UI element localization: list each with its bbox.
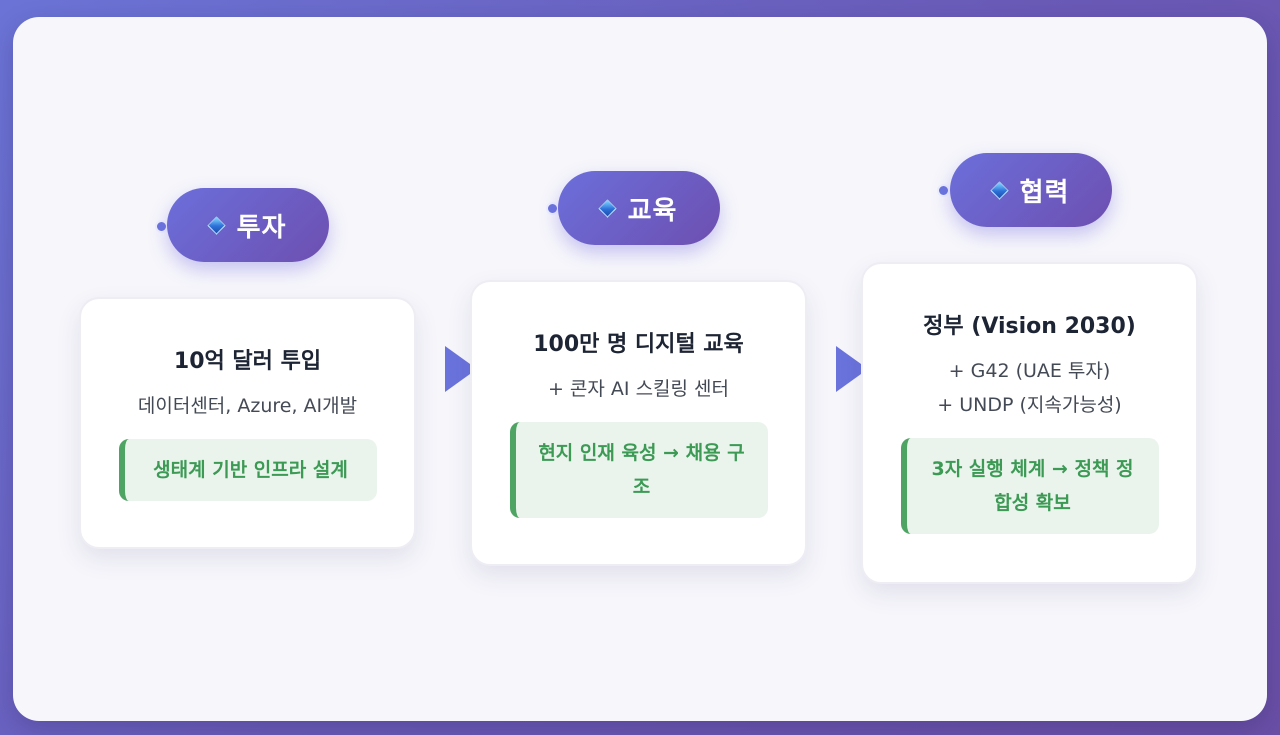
card-title: 10억 달러 투입 xyxy=(173,349,322,374)
step-card-cooperation: 정부 (Vision 2030) + G42 (UAE 투자) + UNDP (… xyxy=(861,262,1198,584)
badge-invest: 투자 xyxy=(167,188,329,262)
card-title: 정부 (Vision 2030) xyxy=(923,314,1136,339)
step-card-education: 100만 명 디지털 교육 + 콘자 AI 스킬링 센터 현지 인재 육성 → … xyxy=(470,280,807,566)
card-detail: + UNDP (지속가능성) xyxy=(937,394,1122,416)
badge-label: 투자 xyxy=(236,212,287,243)
card-detail: 데이터센터, Azure, AI개발 xyxy=(137,395,358,417)
badge-education: 교육 xyxy=(558,171,720,245)
card-note: 현지 인재 육성 → 채용 구조 xyxy=(509,422,768,518)
badge-cooperation: 협력 xyxy=(950,153,1112,227)
card-note: 3자 실행 체계 → 정책 정합성 확보 xyxy=(900,438,1159,534)
blue-diamond-icon xyxy=(206,215,226,235)
step-card-invest: 10억 달러 투입 데이터센터, Azure, AI개발 생태계 기반 인프라 … xyxy=(79,297,416,549)
badge-label: 협력 xyxy=(1019,177,1070,208)
card-detail: + G42 (UAE 투자) xyxy=(948,360,1111,382)
blue-diamond-icon xyxy=(597,198,617,218)
badge-label: 교육 xyxy=(627,195,678,226)
card-detail: + 콘자 AI 스킬링 센터 xyxy=(547,378,730,400)
badge-connector-dot xyxy=(937,184,950,197)
card-note: 생태계 기반 인프라 설계 xyxy=(118,439,377,501)
card-title: 100만 명 디지털 교육 xyxy=(533,332,744,357)
blue-diamond-icon xyxy=(989,180,1009,200)
